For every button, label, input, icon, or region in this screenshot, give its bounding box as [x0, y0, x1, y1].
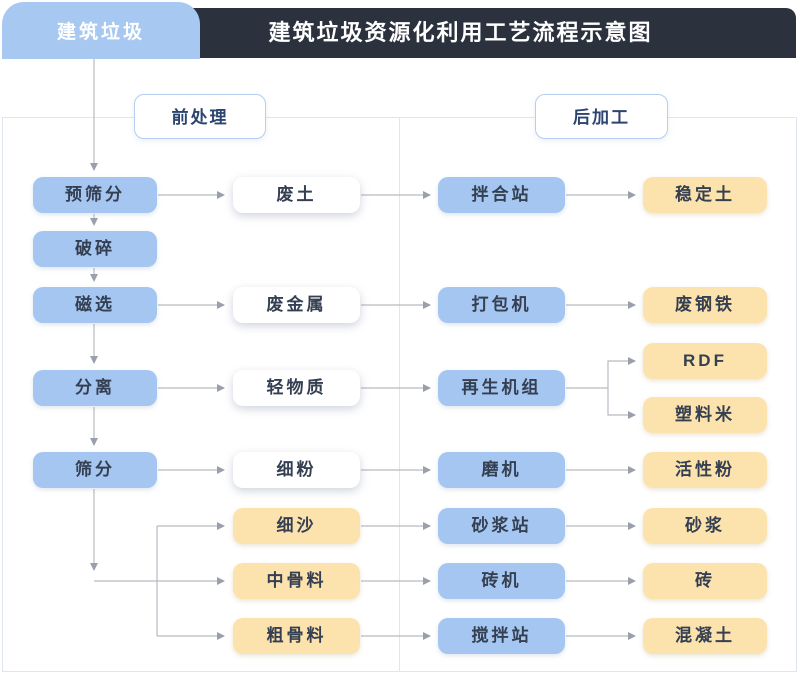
node-pre-screening: 预筛分	[33, 177, 157, 213]
node-brick: 砖	[643, 563, 767, 599]
node-active-powder: 活性粉	[643, 452, 767, 488]
page-title: 建筑垃圾资源化利用工艺流程示意图	[268, 20, 653, 45]
node-mixing-station: 拌合站	[438, 177, 565, 213]
node-waste-soil: 废土	[233, 177, 360, 213]
node-magnetic-separation: 磁选	[33, 287, 157, 323]
source-tab-label: 建筑垃圾	[56, 22, 145, 43]
node-light-material: 轻物质	[233, 370, 360, 406]
node-medium-aggregate: 中骨料	[233, 563, 360, 599]
node-mill: 磨机	[438, 452, 565, 488]
node-mortar: 砂浆	[643, 508, 767, 544]
section-divider	[399, 117, 400, 672]
node-stir-station: 搅拌站	[438, 618, 565, 654]
node-scrap-steel: 废钢铁	[643, 287, 767, 323]
node-screening: 筛分	[33, 452, 157, 488]
node-regeneration-unit: 再生机组	[438, 370, 565, 406]
node-crushing: 破碎	[33, 231, 157, 267]
section-badge-pre-processing: 前处理	[134, 94, 266, 139]
node-mortar-station: 砂浆站	[438, 508, 565, 544]
section-badge-post-processing: 后加工	[535, 94, 668, 139]
node-fine-powder: 细粉	[233, 452, 360, 488]
node-separation: 分离	[33, 370, 157, 406]
node-coarse-aggregate: 粗骨料	[233, 618, 360, 654]
node-waste-metal: 废金属	[233, 287, 360, 323]
source-tab: 建筑垃圾	[2, 2, 200, 59]
node-baler: 打包机	[438, 287, 565, 323]
node-rdf: RDF	[643, 343, 767, 379]
node-plastic-pellets: 塑料米	[643, 397, 767, 433]
node-brick-machine: 砖机	[438, 563, 565, 599]
node-fine-sand: 细沙	[233, 508, 360, 544]
node-concrete: 混凝土	[643, 618, 767, 654]
node-stabilized-soil: 稳定土	[643, 177, 767, 213]
